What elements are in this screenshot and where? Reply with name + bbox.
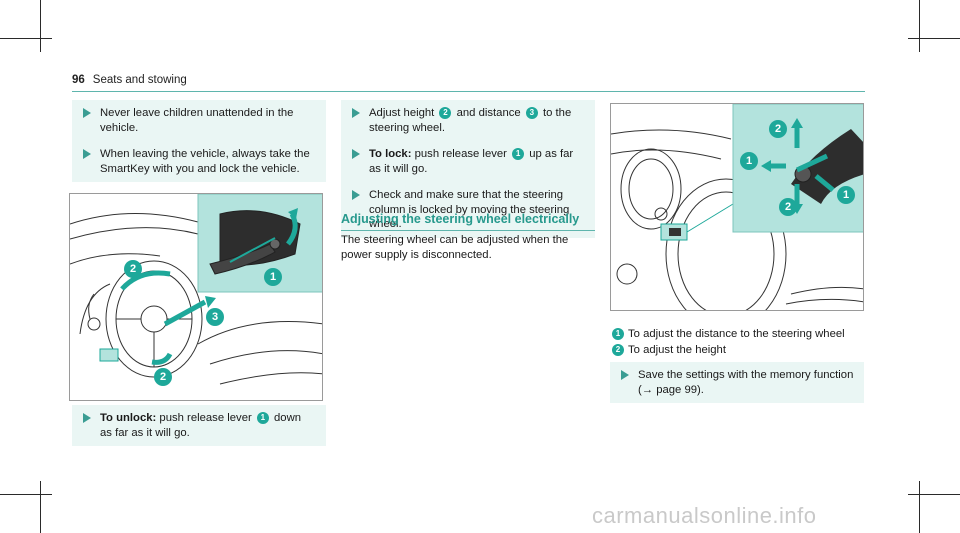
steering-column-figure: 2 3 1 2 bbox=[69, 193, 323, 401]
lever-badge: 1 bbox=[512, 148, 525, 161]
crop-mark bbox=[40, 0, 41, 52]
bullet-arrow-icon bbox=[621, 370, 629, 380]
list-item: To lock: push release lever 1 up as far … bbox=[341, 141, 595, 182]
callout-2: 2 bbox=[124, 260, 142, 278]
page-number: 96 bbox=[72, 74, 85, 86]
bullet-arrow-icon bbox=[83, 108, 91, 118]
crop-mark bbox=[919, 481, 920, 533]
adjust-text-b: and distance bbox=[456, 107, 521, 119]
unlock-label: To unlock: bbox=[100, 412, 157, 424]
unlock-text-before: push release lever bbox=[159, 412, 252, 424]
lock-label: To lock: bbox=[369, 148, 412, 160]
crop-mark bbox=[908, 38, 960, 39]
bullet-arrow-icon bbox=[352, 108, 360, 118]
section-body: The steering wheel can be adjusted when … bbox=[341, 234, 569, 261]
legend-row: 1 To adjust the distance to the steering… bbox=[610, 326, 864, 342]
lock-text-before: push release lever bbox=[414, 148, 507, 160]
adjust-text-c: to the steering wheel. bbox=[369, 107, 572, 134]
callout-3: 3 bbox=[206, 308, 224, 326]
legend-badge: 2 bbox=[612, 344, 624, 356]
page-header: 96 Seats and stowing bbox=[72, 74, 865, 92]
save-step: Save the settings with the memory functi… bbox=[610, 362, 864, 403]
steering-switch-illustration bbox=[611, 104, 863, 310]
legend-text: To adjust the height bbox=[628, 344, 726, 356]
list-item: Adjust height 2 and distance 3 to the st… bbox=[341, 100, 595, 141]
adjust-steps: Adjust height 2 and distance 3 to the st… bbox=[341, 100, 595, 238]
lock-text-after: up as far as it will go. bbox=[369, 148, 574, 175]
list-item: To unlock: push release lever 1 down as … bbox=[72, 405, 326, 446]
bullet-text: Never leave children unattended in the v… bbox=[100, 107, 294, 134]
distance-badge: 3 bbox=[525, 107, 538, 120]
check-text: Check and make sure that the steering co… bbox=[369, 189, 570, 230]
section-title: Adjusting the steering wheel electricall… bbox=[341, 212, 595, 231]
bullet-arrow-icon bbox=[83, 149, 91, 159]
crop-mark bbox=[0, 38, 52, 39]
callout-1: 1 bbox=[264, 268, 282, 286]
callout-2: 2 bbox=[154, 368, 172, 386]
legend-text: To adjust the distance to the steering w… bbox=[628, 328, 845, 340]
unlock-text-after: down as far as it will go. bbox=[100, 412, 302, 439]
bullet-arrow-icon bbox=[83, 413, 91, 423]
watermark-text: carmanualsonline.info bbox=[592, 503, 817, 528]
steering-wheel-illustration bbox=[70, 194, 322, 385]
warning-bullets: Never leave children unattended in the v… bbox=[72, 100, 326, 182]
crop-mark bbox=[908, 494, 960, 495]
electric-steering-figure: 2 1 1 2 bbox=[610, 103, 864, 311]
crop-mark bbox=[40, 481, 41, 533]
bullet-arrow-icon bbox=[352, 149, 360, 159]
bullet-text: When leaving the vehicle, always take th… bbox=[100, 148, 310, 175]
unlock-step: To unlock: push release lever 1 down as … bbox=[72, 405, 326, 446]
legend-badge: 1 bbox=[612, 328, 624, 340]
list-item: Save the settings with the memory functi… bbox=[610, 362, 864, 403]
figure-legend: 1 To adjust the distance to the steering… bbox=[610, 326, 864, 358]
list-item: When leaving the vehicle, always take th… bbox=[72, 141, 326, 182]
adjust-text-a: Adjust height bbox=[369, 107, 435, 119]
section-name: Seats and stowing bbox=[92, 74, 187, 86]
page-reference-link[interactable]: (→ page 99). bbox=[638, 383, 704, 396]
save-text: Save the settings with the memory functi… bbox=[638, 369, 854, 381]
callout-1: 1 bbox=[837, 186, 855, 204]
legend-row: 2 To adjust the height bbox=[610, 342, 864, 358]
list-item: Never leave children unattended in the v… bbox=[72, 100, 326, 141]
crop-mark bbox=[919, 0, 920, 52]
list-item: Check and make sure that the steering co… bbox=[341, 182, 595, 238]
lever-badge: 1 bbox=[256, 412, 269, 425]
callout-2: 2 bbox=[779, 198, 797, 216]
callout-1: 1 bbox=[740, 152, 758, 170]
callout-2: 2 bbox=[769, 120, 787, 138]
height-badge: 2 bbox=[439, 107, 452, 120]
bullet-arrow-icon bbox=[352, 190, 360, 200]
crop-mark bbox=[0, 494, 52, 495]
